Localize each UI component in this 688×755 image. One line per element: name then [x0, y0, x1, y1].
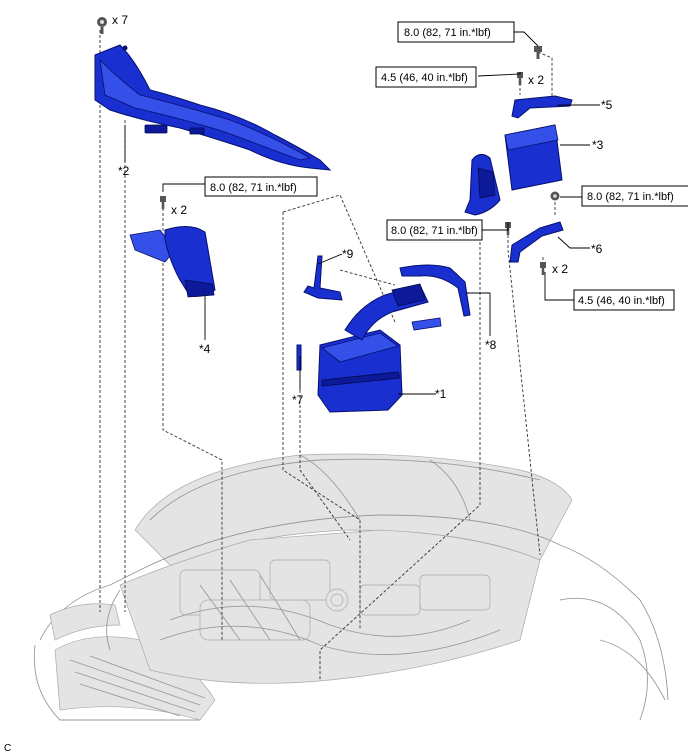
torque-value: 8.0 (82, 71 in.*lbf) — [210, 182, 297, 194]
part-9-hose — [303, 255, 343, 301]
torque-spec-6: 4.5 (46, 40 in.*lbf) — [573, 289, 675, 311]
callout-part-5: *5 — [601, 98, 613, 112]
figure-code: C — [4, 743, 11, 754]
torque-spec-4: 8.0 (82, 71 in.*lbf) — [581, 185, 688, 207]
qty-label: x 2 — [552, 262, 568, 276]
torque-spec-2: 4.5 (46, 40 in.*lbf) — [375, 66, 477, 88]
callout-part-9: *9 — [342, 247, 354, 261]
part-2-cowl-plate — [94, 44, 332, 171]
qty-label: x 2 — [528, 73, 544, 87]
callout-part-1: *1 — [435, 387, 447, 401]
part-3-ecu — [464, 124, 563, 216]
callout-part-2: *2 — [118, 164, 130, 178]
bolt-icon — [540, 262, 546, 275]
torque-value: 8.0 (82, 71 in.*lbf) — [587, 191, 674, 203]
part-6-bracket — [509, 221, 564, 263]
callout-part-6: *6 — [591, 242, 603, 256]
bolt-icon — [160, 196, 166, 209]
callout-part-3: *3 — [592, 138, 604, 152]
callout-part-7: *7 — [292, 393, 304, 407]
torque-value: 8.0 (82, 71 in.*lbf) — [391, 225, 478, 237]
vehicle-front-illustration — [33, 453, 669, 721]
bolt-icon — [97, 17, 107, 34]
torque-spec-5: 8.0 (82, 71 in.*lbf) — [386, 219, 483, 241]
callout-part-8: *8 — [485, 338, 497, 352]
part-1-air-cleaner — [317, 283, 442, 413]
torque-spec-1: 8.0 (82, 71 in.*lbf) — [397, 21, 515, 43]
leader-lines — [124, 31, 600, 395]
part-8-hose — [399, 264, 471, 317]
part-4-air-duct — [129, 226, 216, 298]
torque-value: 8.0 (82, 71 in.*lbf) — [404, 27, 491, 39]
qty-label: x 7 — [112, 13, 128, 27]
torque-value: 4.5 (46, 40 in.*lbf) — [381, 72, 468, 84]
bolt-icon — [517, 72, 523, 85]
bolt-icon — [534, 46, 542, 59]
torque-value: 4.5 (46, 40 in.*lbf) — [578, 295, 665, 307]
nut-icon — [550, 191, 560, 201]
callout-part-4: *4 — [199, 342, 211, 356]
part-5-bracket — [511, 95, 573, 119]
qty-label: x 2 — [171, 203, 187, 217]
torque-spec-3: 8.0 (82, 71 in.*lbf) — [204, 176, 318, 197]
